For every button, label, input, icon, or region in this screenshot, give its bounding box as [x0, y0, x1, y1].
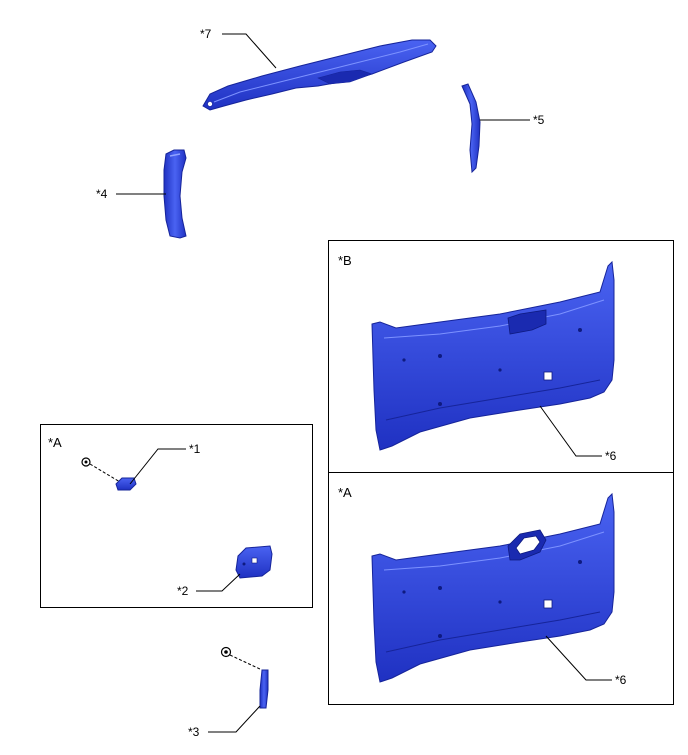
- part-2-bezel: [235, 545, 273, 579]
- part-5-right-pillar: [461, 83, 481, 174]
- leader-6-bottom: [545, 635, 612, 681]
- box-a-left-frame: [40, 424, 313, 608]
- leader-2: [196, 573, 241, 592]
- callout-3: *3: [188, 725, 200, 739]
- callout-4: *4: [96, 187, 108, 201]
- callout-6-top: *6: [605, 449, 617, 463]
- leader-lines: [116, 33, 612, 733]
- leader-1: [129, 448, 186, 485]
- callout-6-bottom: *6: [615, 673, 627, 687]
- box-label-b: *B: [338, 253, 352, 268]
- leader-6-top: [539, 405, 602, 457]
- leader-7: [222, 33, 277, 69]
- box-label-a-right: *A: [338, 485, 352, 500]
- callout-2: *2: [177, 584, 189, 598]
- part-7-upper-trim: [202, 39, 437, 111]
- callout-7: *7: [200, 27, 212, 41]
- callout-1: *1: [189, 442, 201, 456]
- leader-3: [208, 705, 261, 733]
- part-6-panel-b: [371, 260, 615, 451]
- part-1-bracket: [81, 457, 137, 491]
- part-4-left-pillar: [163, 149, 187, 239]
- box-a-right-frame: [328, 472, 674, 705]
- part-6-panel-a: [371, 492, 615, 683]
- part-3-handle: [220, 646, 269, 709]
- box-label-a-left: *A: [48, 435, 62, 450]
- callout-5: *5: [533, 113, 545, 127]
